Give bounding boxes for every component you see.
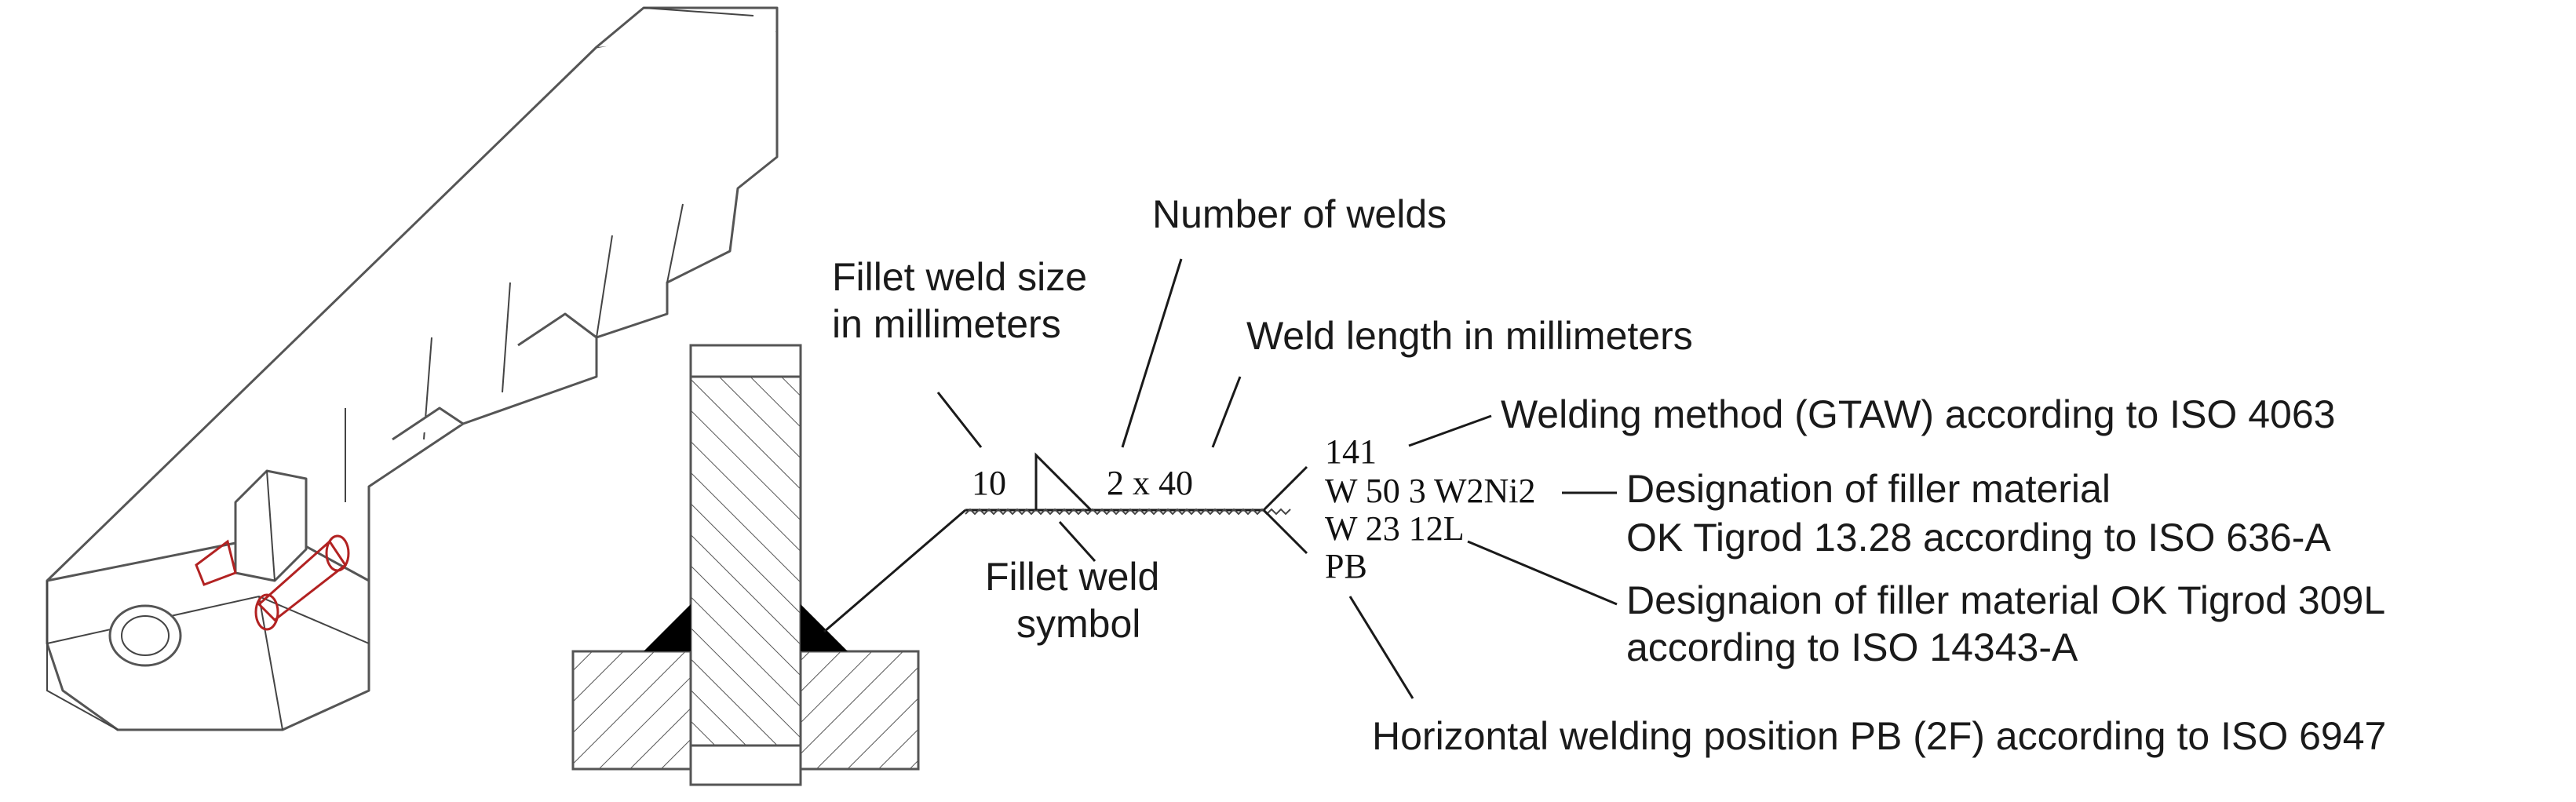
- label-filler2-1: Designaion of filler material OK Tigrod …: [1626, 578, 2385, 622]
- weld-size-value: 10: [972, 464, 1006, 502]
- label-fillet-size-1: Fillet weld size: [832, 255, 1087, 299]
- label-number-of-welds: Number of welds: [1152, 192, 1447, 236]
- label-filler2-2: according to ISO 14343-A: [1626, 625, 2078, 669]
- labels: Number of welds Fillet weld size in mill…: [832, 192, 2386, 758]
- label-fillet-size-2: in millimeters: [832, 302, 1061, 346]
- label-weld-length: Weld length in millimeters: [1246, 314, 1693, 358]
- fillet-weld-right: [801, 604, 848, 651]
- tail-process: 141: [1325, 432, 1377, 471]
- cross-section: [571, 344, 920, 786]
- weld-symbol: 10 2 x 40 141 W 50 3 W2Ni2 W 23 12L PB: [823, 432, 1535, 633]
- label-filler1-1: Designation of filler material: [1626, 467, 2111, 511]
- fillet-weld-left: [644, 604, 691, 651]
- leader-lines: [936, 258, 1618, 699]
- weld-highlight: [195, 534, 350, 631]
- label-fillet-symbol-2: symbol: [1016, 602, 1140, 646]
- fillet-symbol-icon: [1034, 452, 1093, 512]
- bolt-hole: [108, 604, 182, 667]
- tail-filler-2: W 23 12L: [1325, 509, 1465, 548]
- label-position: Horizontal welding position PB (2F) acco…: [1372, 714, 2386, 758]
- label-filler1-2: OK Tigrod 13.28 according to ISO 636-A: [1626, 516, 2331, 560]
- label-welding-method: Welding method (GTAW) according to ISO 4…: [1501, 392, 2335, 436]
- tail-position: PB: [1325, 547, 1367, 585]
- label-fillet-symbol-1: Fillet weld: [985, 555, 1159, 599]
- isometric-part: [46, 6, 779, 731]
- weld-count-length: 2 x 40: [1107, 464, 1193, 502]
- tail-filler-1: W 50 3 W2Ni2: [1325, 472, 1535, 510]
